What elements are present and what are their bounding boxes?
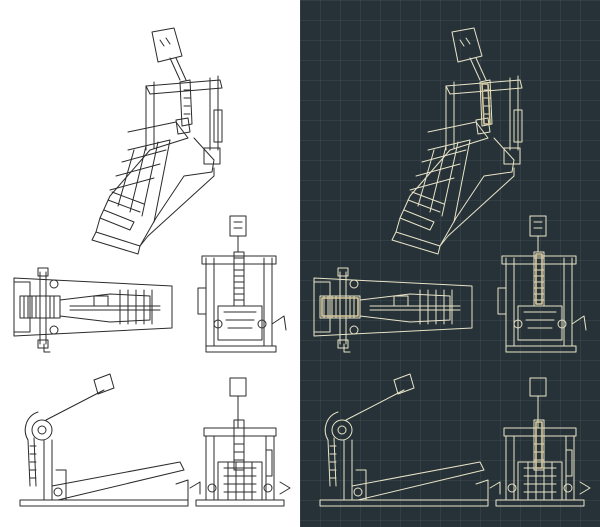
side-view-light <box>19 373 189 507</box>
chain-accent-top <box>321 297 359 317</box>
top-view-dark <box>313 267 473 353</box>
dark-drawings <box>313 27 591 507</box>
front-view-light <box>197 215 287 353</box>
top-view-light <box>13 267 173 353</box>
chain-accent-back <box>535 421 543 469</box>
isometric-view-dark <box>391 27 523 255</box>
chain-accent-iso <box>481 83 491 125</box>
side-view-dark <box>319 373 489 507</box>
back-view-dark <box>489 377 591 507</box>
light-drawings <box>13 27 291 507</box>
dark-accents <box>321 83 543 469</box>
back-view-light <box>189 377 291 507</box>
chain-accent-front <box>535 253 543 305</box>
isometric-view-light <box>91 27 223 255</box>
